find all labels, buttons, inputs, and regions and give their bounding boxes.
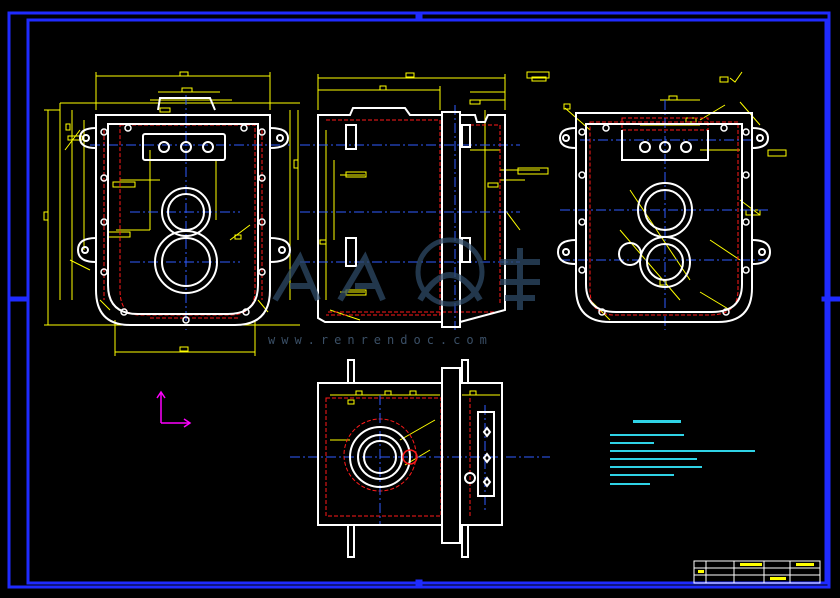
rear-view-bolt-holes bbox=[578, 124, 750, 316]
top-view-outline bbox=[317, 359, 503, 558]
watermark-logo bbox=[272, 237, 540, 310]
rear-view-center-lines bbox=[560, 100, 770, 330]
top-view-center-lines bbox=[290, 395, 550, 525]
side-view-hidden-lines bbox=[326, 119, 501, 316]
top-view-detail-circle bbox=[402, 449, 418, 465]
front-view-dim-text bbox=[43, 71, 299, 352]
front-view bbox=[43, 71, 300, 356]
center-mark-left bbox=[8, 296, 30, 302]
roughness-symbol bbox=[729, 71, 743, 83]
technical-notes-block bbox=[610, 420, 755, 485]
front-view-outline bbox=[76, 97, 292, 326]
rear-view-outline bbox=[556, 112, 772, 323]
ucs-axis-icon bbox=[156, 390, 192, 428]
top-view bbox=[290, 359, 550, 558]
sheet-frame bbox=[7, 11, 840, 589]
rear-view bbox=[556, 71, 787, 330]
front-view-hidden-lines bbox=[103, 124, 263, 319]
side-view-outline bbox=[317, 107, 506, 328]
watermark-url: www.renrendoc.com bbox=[268, 333, 493, 347]
title-block bbox=[693, 560, 821, 584]
top-view-dim-text bbox=[347, 390, 477, 405]
center-mark-bottom bbox=[415, 579, 423, 589]
side-view-dimensions bbox=[317, 74, 540, 321]
side-view-center-lines bbox=[300, 105, 520, 330]
center-mark-right bbox=[821, 296, 840, 302]
center-mark-top bbox=[415, 12, 423, 22]
side-view bbox=[300, 71, 550, 330]
front-view-bolt-holes bbox=[100, 124, 266, 324]
